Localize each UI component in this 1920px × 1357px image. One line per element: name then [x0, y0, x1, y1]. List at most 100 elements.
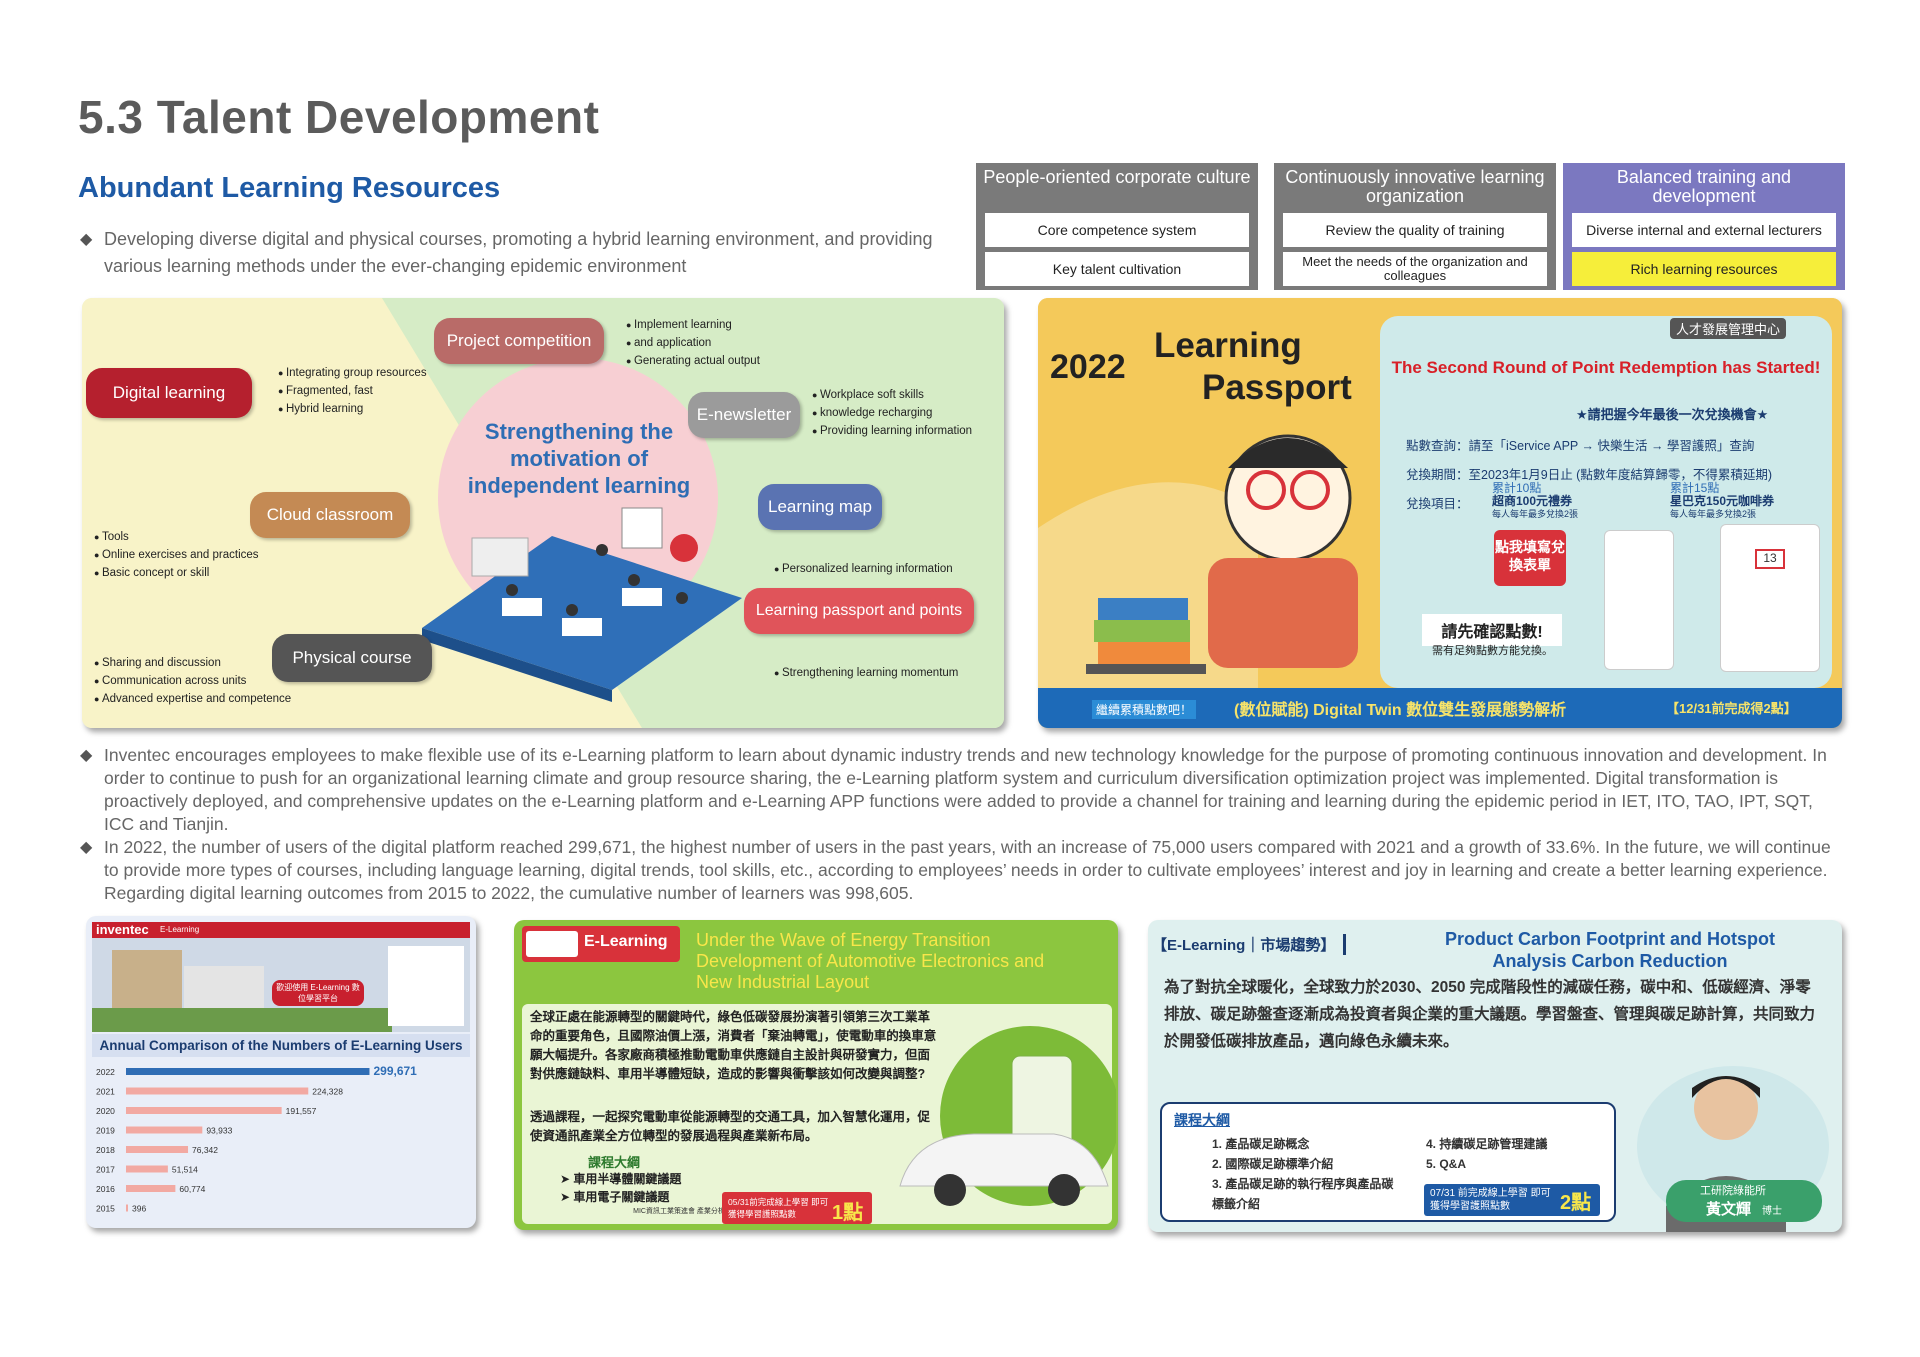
- welcome-badge: 歡迎使用 E-Learning 數位學習平台: [272, 980, 364, 1006]
- chart-value-label: 396: [132, 1204, 146, 1214]
- pillar-item-highlight: Rich learning resources: [1572, 252, 1836, 286]
- ev-course-card: E-Learning Under the Wave of Energy Tran…: [514, 920, 1118, 1230]
- carbon-footprint-course-card: 【E-Learning｜市場趨勢】 Product Carbon Footpri…: [1148, 920, 1842, 1232]
- confirm-points-sub: 需有足夠點數方能兌換。: [1432, 645, 1553, 657]
- bubble-physical-course: Physical course: [272, 634, 432, 682]
- chart-bar: [126, 1107, 282, 1114]
- passport-sub: ★請把握今年最後一次兌換機會★: [1576, 407, 1769, 422]
- pillar-header: Balanced training and development: [1616, 167, 1792, 206]
- chart-value-label: 60,774: [179, 1184, 205, 1194]
- project-competition-bullets: Implement learning and application Gener…: [626, 316, 760, 370]
- platform-screenshot: inventec E-Learning 歡迎使用 E-Learning 數位學習…: [92, 922, 470, 1032]
- bubble-cloud-classroom: Cloud classroom: [250, 492, 410, 538]
- pillar-item: Meet the needs of the organization and c…: [1283, 252, 1547, 286]
- carbon-title: Product Carbon Footprint and Hotspot Ana…: [1445, 929, 1775, 971]
- passport-title-1: Learning: [1154, 326, 1302, 365]
- phone-screen-2: 13: [1720, 524, 1820, 672]
- chart-category-label: 2020: [96, 1106, 115, 1116]
- ev-outline-title: 課程大綱: [588, 1155, 641, 1170]
- banner-right: 【12/31前完成得2點】: [1666, 701, 1797, 716]
- ev-outline-list: ➤ 車用半導體關鍵議題 ➤ 車用電子關鍵議題: [560, 1172, 682, 1204]
- banner-left: 繼續累積點數吧！: [1092, 700, 1197, 719]
- carbon-tag: 【E-Learning｜市場趨勢】: [1152, 934, 1347, 955]
- chart-bar: [126, 1165, 168, 1173]
- phone-points-box: 13: [1755, 549, 1785, 569]
- stats-chart-title: Annual Comparison of the Numbers of E-Le…: [92, 1034, 470, 1057]
- physical-course-bullets: Sharing and discussion Communication acr…: [94, 654, 291, 708]
- chart-value-label: 51,514: [172, 1165, 198, 1175]
- brand-sub: E-Learning: [160, 925, 200, 934]
- speaker-badge: 工研院綠能所 黃文輝 博士: [1666, 1180, 1822, 1222]
- passport-headline: The Second Round of Point Redemption has…: [1391, 358, 1821, 377]
- carbon-outline-title: 課程大綱: [1174, 1112, 1230, 1128]
- e-newsletter-bullets: Workplace soft skills knowledge rechargi…: [812, 386, 972, 440]
- chart-category-label: 2017: [96, 1165, 115, 1175]
- learning-passport-poster: 2022 Learning Passport 人才發展管理中心 The Seco…: [1038, 298, 1842, 728]
- chart-bar: [126, 1185, 176, 1192]
- diamond-bullet-icon: ◆: [80, 839, 93, 856]
- e-learning-badge: E-Learning: [522, 926, 680, 962]
- diamond-bullet-icon: ◆: [80, 747, 93, 764]
- passport-banner: 繼續累積點數吧！ (數位賦能) Digital Twin 數位雙生發展態勢解析 …: [1038, 688, 1842, 728]
- pillar-people-oriented: People-oriented corporate culture Core c…: [976, 163, 1258, 290]
- chart-value-label: 93,933: [206, 1126, 232, 1136]
- chart-bar: [126, 1126, 203, 1134]
- pillar-balanced-training: Balanced training and development Divers…: [1563, 163, 1845, 290]
- body-paragraph-1: ◆ Inventec encourages employees to make …: [80, 744, 1845, 836]
- redeem-form-button[interactable]: 點我填寫兌換表單: [1494, 530, 1566, 586]
- passport-year: 2022: [1050, 348, 1126, 386]
- carbon-body: 為了對抗全球暖化，全球致力於2030、2050 完成階段性的減碳任務，碳中和、低…: [1164, 979, 1816, 1050]
- body-text-1: Inventec encourages employees to make fl…: [104, 745, 1827, 834]
- chart-bar: [126, 1087, 309, 1095]
- section-heading: Abundant Learning Resources: [78, 172, 501, 204]
- carbon-outline-right: 4. 持續碳足跡管理建議 5. Q&A: [1426, 1137, 1548, 1171]
- org-badge: 人才發展管理中心: [1670, 318, 1787, 339]
- logo-icon: [526, 931, 578, 957]
- bubble-project-competition: Project competition: [434, 318, 604, 364]
- chart-category-label: 2019: [96, 1126, 115, 1136]
- pillar-item: Diverse internal and external lecturers: [1572, 213, 1836, 247]
- e-learning-stats-card: inventec E-Learning 歡迎使用 E-Learning 數位學習…: [86, 916, 476, 1228]
- body-paragraph-2: ◆ In 2022, the number of users of the di…: [80, 836, 1845, 905]
- prize-2: 累計15點 星巴克150元咖啡券 每人每年最多兌換2張: [1670, 481, 1775, 520]
- pillar-item: Review the quality of training: [1283, 213, 1547, 247]
- intro-text: Developing diverse digital and physical …: [104, 229, 933, 276]
- chart-value-label: 76,342: [192, 1145, 218, 1155]
- bubble-digital-learning: Digital learning: [86, 368, 252, 418]
- ev-course-p1: 全球正處在能源轉型的關鍵時代，綠色低碳發展扮演著引領第三次工業革命的重要角色，且…: [530, 1010, 937, 1081]
- passport-title-2: Passport: [1202, 368, 1352, 407]
- pillar-item: Core competence system: [985, 213, 1249, 247]
- chart-category-label: 2018: [96, 1145, 115, 1155]
- carbon-outline-left: 1. 產品碳足跡概念 2. 國際碳足跡標準介紹 3. 產品碳足跡的執行程序與產品…: [1212, 1137, 1394, 1211]
- pillar-item: Key talent cultivation: [985, 252, 1249, 286]
- ev-points: 1點: [832, 1202, 864, 1224]
- pillar-header: Continuously innovative learning organiz…: [1285, 167, 1545, 206]
- carbon-points: 2點: [1560, 1192, 1592, 1214]
- brand-logo: inventec: [96, 922, 149, 937]
- cloud-classroom-bullets: Tools Online exercises and practices Bas…: [94, 528, 259, 582]
- passport-lines: 點數查詢：請至「iService APP → 快樂生活 → 學習護照」查詢 兌換…: [1406, 439, 1773, 511]
- pillar-innovative-learning: Continuously innovative learning organiz…: [1274, 163, 1556, 290]
- carbon-deadline: 07/31 前完成線上學習 即可獲得學習護照點數: [1424, 1184, 1600, 1216]
- page-title: 5.3 Talent Development: [78, 91, 600, 143]
- ev-speaker: MIC資訊工業策進會 產業分析師 侯心宇: [633, 1208, 755, 1215]
- chart-category-label: 2016: [96, 1184, 115, 1194]
- learning-map-bullets: Personalized learning information: [774, 560, 953, 578]
- prize-1: 累計10點 超商100元禮券 每人每年最多兌換2張: [1492, 481, 1579, 520]
- chart-bar: [126, 1068, 370, 1075]
- passport-info-card: 人才發展管理中心 The Second Round of Point Redem…: [1380, 316, 1832, 688]
- chart-value-label: 299,671: [373, 1064, 417, 1078]
- ev-course-title: Under the Wave of Energy Transition Deve…: [696, 930, 1045, 992]
- digital-learning-bullets: Integrating group resources Fragmented, …: [278, 364, 427, 418]
- ev-deadline: 05/31前完成線上學習 即可獲得學習護照點數: [722, 1192, 872, 1224]
- chart-category-label: 2021: [96, 1087, 115, 1097]
- learning-passport-bullets: Strengthening learning momentum: [774, 664, 958, 682]
- chart-category-label: 2022: [96, 1067, 115, 1077]
- chart-category-label: 2015: [96, 1204, 115, 1214]
- learning-methods-diagram: Strengthening the motivation of independ…: [82, 298, 1004, 728]
- diamond-bullet-icon: ◆: [80, 231, 93, 248]
- phone-screen-1: [1604, 530, 1674, 670]
- body-text-2: In 2022, the number of users of the digi…: [104, 837, 1831, 903]
- bubble-learning-passport: Learning passport and points: [744, 588, 974, 634]
